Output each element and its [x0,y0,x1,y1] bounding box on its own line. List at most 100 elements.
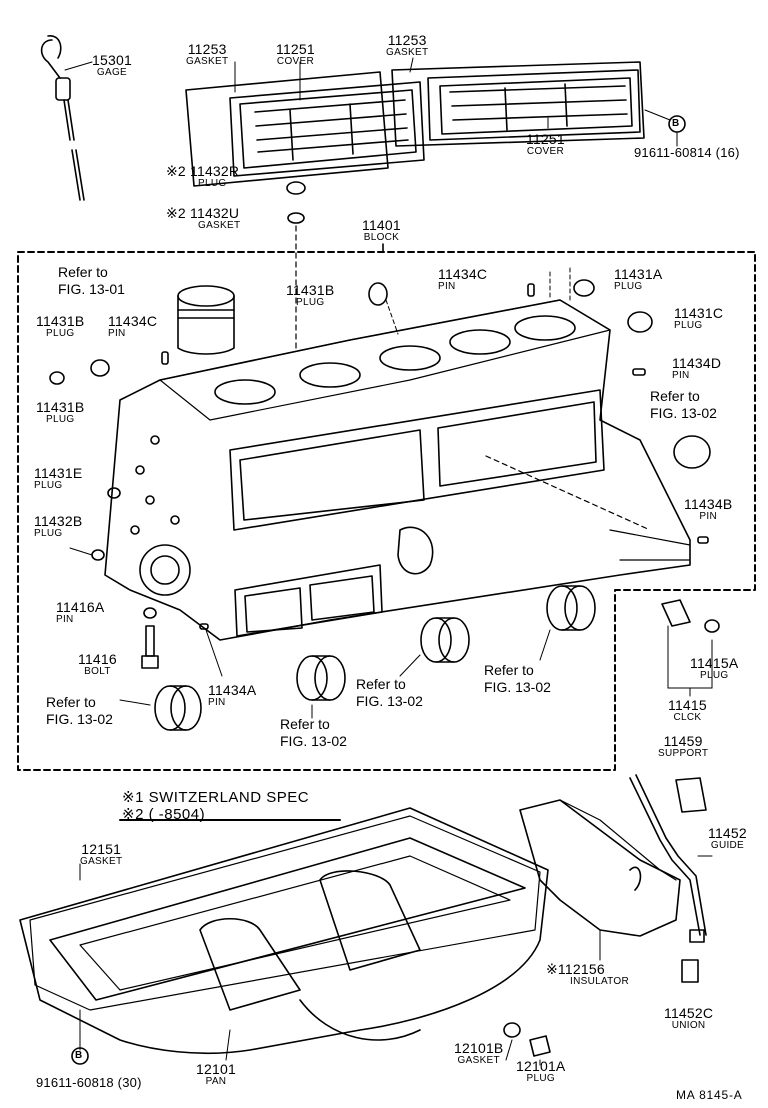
name: COVER [276,56,314,67]
block-assembly-boundary [17,251,756,771]
piston-reference [177,285,235,355]
name: PLUG [34,528,63,539]
bolt-mark-b-bottom [71,1047,89,1065]
name: PIN [672,370,690,381]
pn: 11251 [276,41,315,57]
pn: 11434C [108,313,158,329]
oil-gage-dipstick [40,35,93,201]
pn: 11253 [387,32,427,48]
ref-line1: Refer to [356,676,406,692]
name: PLUG [296,297,325,308]
note-switzerland-spec: ※1 SWITZERLAND SPEC [122,789,310,806]
pn: 12156 [565,961,605,977]
pn: 11432R [190,163,240,179]
name: GASKET [198,220,241,231]
ref-line1: Refer to [280,716,330,732]
ref-line1: Refer to [650,388,700,404]
mark-b-top: B [672,118,680,129]
pn: 11415 [668,697,707,713]
name: GAGE [96,67,128,78]
pn: 11416A [56,599,105,615]
pn: 12151 [81,841,122,857]
pn: 11431E [34,465,83,481]
plug-12101a [529,1035,551,1057]
name: INSULATOR [570,976,630,987]
ref-line1: Refer to [58,264,108,280]
pn: 15301 [92,52,132,68]
pn: 11432U [190,205,240,221]
ref-line2: FIG. 13-02 [356,693,423,709]
name: CLCK [673,712,702,723]
pn: 11401 [362,217,401,233]
bolt-11416 [145,625,155,657]
name: PAN [205,1076,227,1087]
pn: 11452C [664,1005,714,1021]
pn: 12101 [196,1061,236,1077]
name: COVER [526,146,564,157]
name: PIN [699,511,717,522]
pin-11434c-left [161,351,169,365]
pn: 91611-60818 (30) [36,1075,142,1090]
name: PLUG [46,328,75,339]
pin-11434b [697,536,709,544]
name: GUIDE [710,840,745,851]
name: PLUG [526,1073,555,1084]
oil-guide-11452 [629,774,707,983]
pin-11434d [632,368,646,376]
pn: 11431B [286,282,335,298]
gasket-12101b [503,1022,521,1038]
pn: 11431A [614,266,663,282]
ref-line2: FIG. 13-02 [280,733,347,749]
plug-11432r [286,181,306,195]
sym: ※2 [166,205,186,221]
name: GASKET [386,47,429,58]
figure-code: MA 8145-A [676,1088,743,1102]
plug-11431b-left [90,359,110,377]
name: PIN [208,697,226,708]
pn: 11253 [187,41,227,57]
name: UNION [671,1020,706,1031]
pn: 11434D [672,355,722,371]
pn: 11431B [36,313,85,329]
name: PIN [108,328,126,339]
pin-11434c-top [527,283,535,297]
pn: 11459 [663,733,703,749]
plug-11431b-top [368,282,388,306]
sym: ※1 [546,961,566,977]
name: PLUG [614,281,643,292]
plug-11431b-left2 [49,371,65,385]
name: PIN [438,281,456,292]
pn: 11251 [526,131,565,147]
pn: 11434C [438,266,488,282]
pn: 11452 [708,825,747,841]
name: GASKET [186,56,229,67]
plug-11432b [91,549,105,561]
